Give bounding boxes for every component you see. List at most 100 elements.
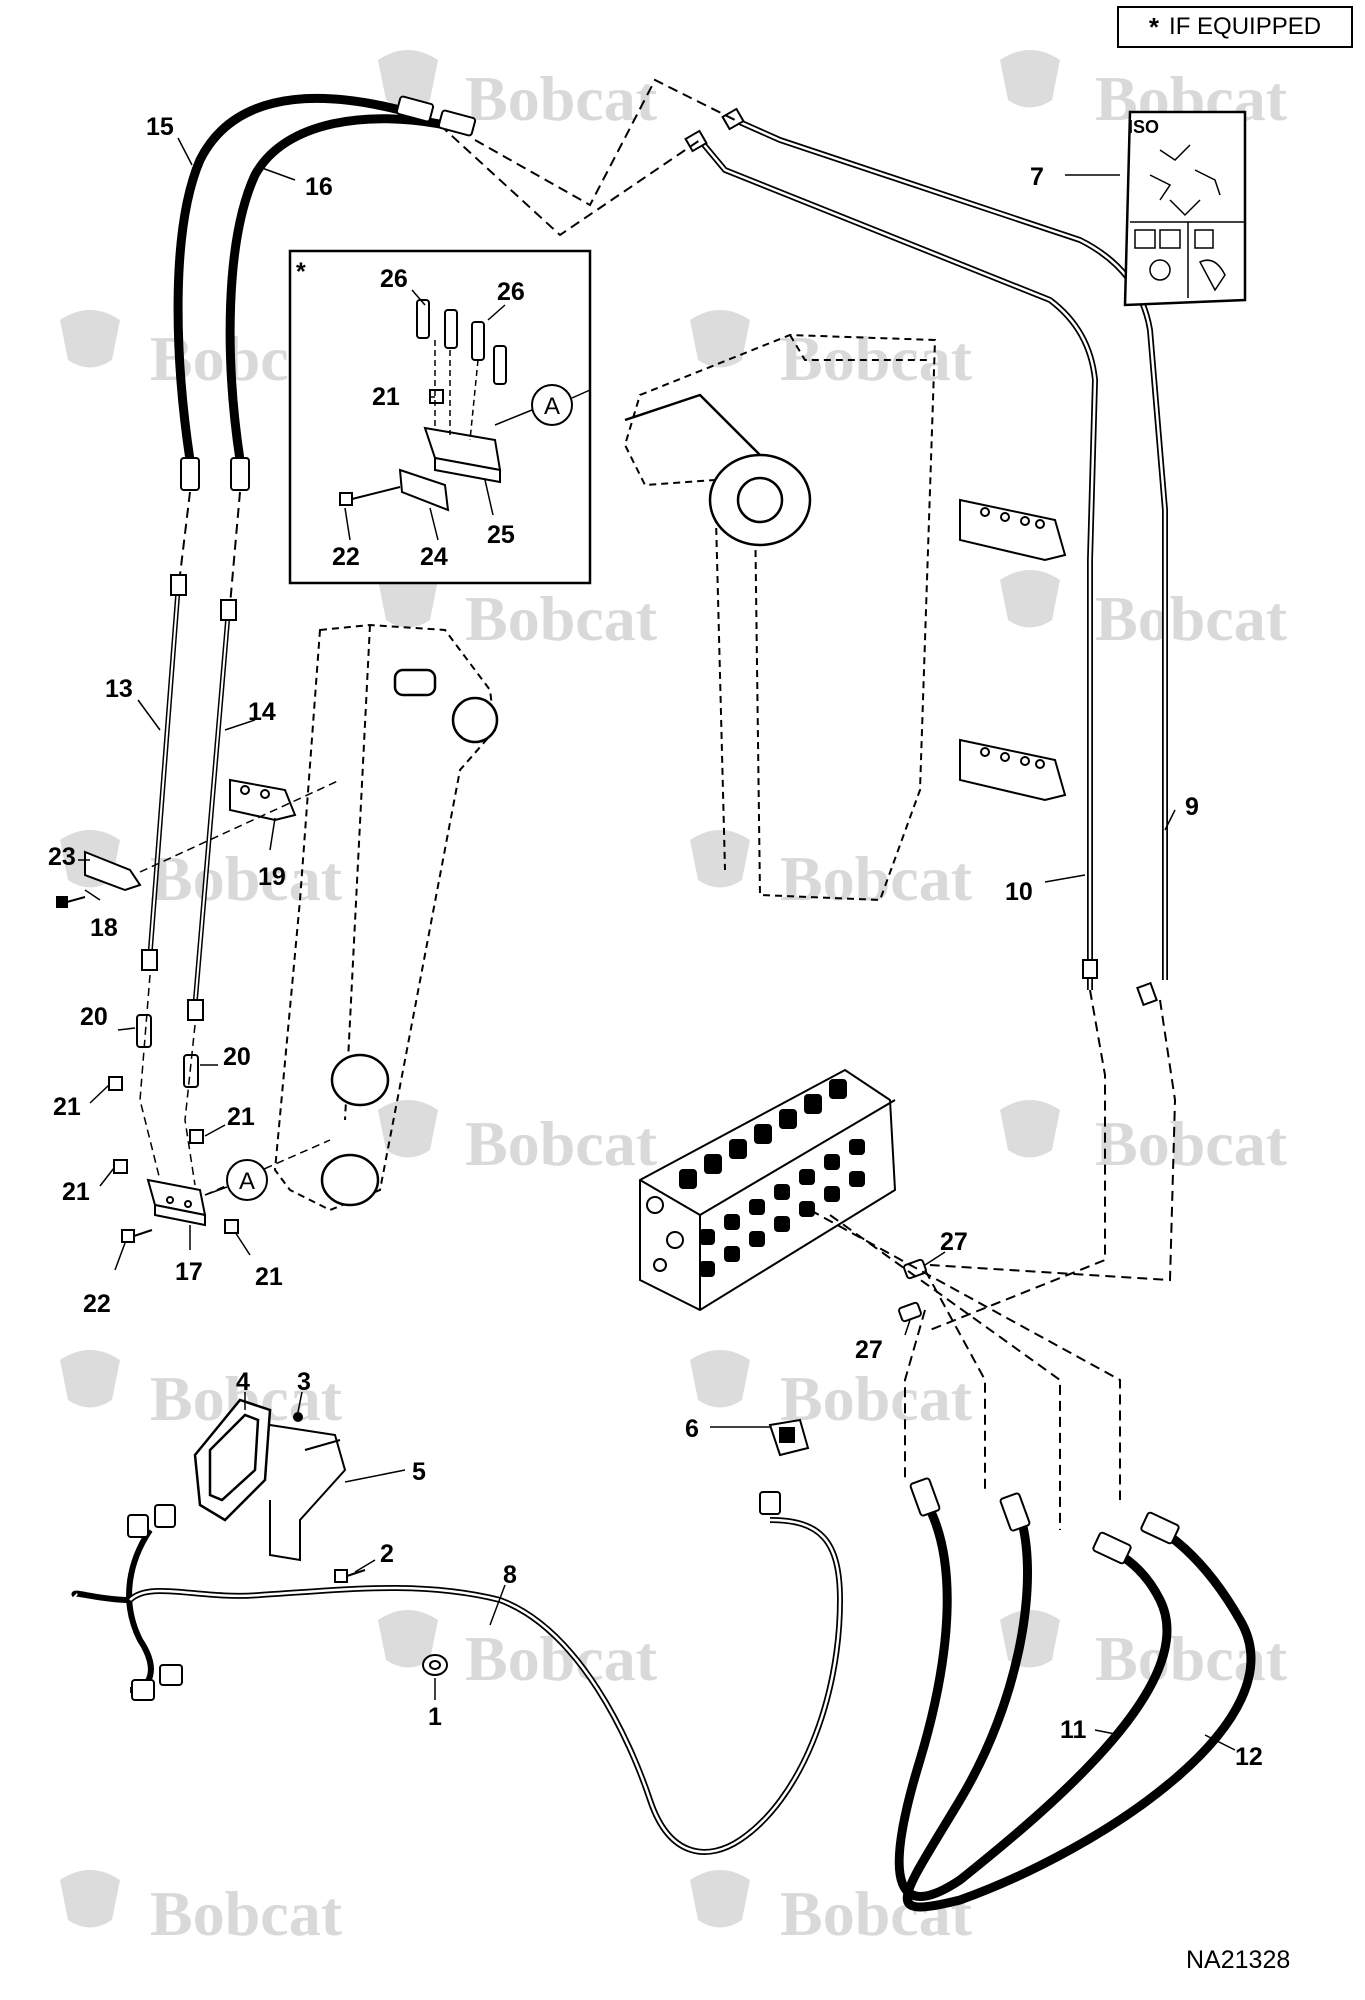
tube-13-inner: [149, 589, 179, 956]
callout-24: 24: [420, 543, 448, 571]
watermark-12: Bobcat: [690, 1350, 973, 1434]
harness-connectors: [127, 1491, 781, 1701]
hose-ends-bottom: [909, 1477, 1180, 1565]
controller-4: [193, 1398, 272, 1522]
fittings-20: [136, 1014, 199, 1088]
control-valve: [639, 1068, 897, 1312]
bracket-18: [84, 850, 142, 892]
bobcat-logo-icon: [1000, 1100, 1060, 1158]
hose-11: [894, 1495, 1172, 1901]
screw-2: [334, 1569, 366, 1583]
bobcat-logo-icon: [1000, 1610, 1060, 1668]
inset-manifold-25: [423, 426, 502, 484]
legend-symbol: *: [1148, 11, 1160, 42]
watermark-text: Bobcat: [780, 323, 973, 394]
upper-arm: [623, 333, 937, 902]
decal-label: ISO: [1128, 117, 1159, 137]
iso-decal-7: ISO: [1123, 110, 1247, 307]
inset-bolt-22: [339, 486, 401, 506]
watermark-2: Bobcat: [1000, 50, 1288, 134]
watermark-1: Bobcat: [378, 50, 658, 134]
watermark-5: Bobcat: [378, 570, 658, 654]
detail-a-inset: A: [494, 384, 591, 426]
bobcat-logo-icon: [1000, 50, 1060, 108]
bobcat-logo-icon: [690, 830, 750, 888]
inset-bracket-24: [398, 468, 450, 512]
hose-ends-top: [180, 95, 477, 491]
watermarks: Bobcat Bobcat Bobcat Bobcat Bobcat Bobca…: [60, 50, 1288, 1949]
bolt-23: [56, 896, 86, 908]
watermark-text: Bobcat: [150, 843, 343, 914]
tube-13-14-fittings: [141, 574, 237, 1021]
callout-26b: 26: [497, 278, 525, 306]
callout-3: 3: [297, 1368, 311, 1396]
callout-25: 25: [487, 521, 515, 549]
tube-14-inner: [194, 614, 229, 1006]
dashed-manifold-lines: [139, 974, 331, 1196]
callout-17: 17: [175, 1258, 203, 1286]
watermark-text: Bobcat: [465, 63, 658, 134]
callout-15: 15: [146, 113, 174, 141]
callout-20a: 20: [80, 1003, 108, 1031]
watermark-9: Bobcat: [378, 1100, 658, 1179]
bobcat-logo-icon: [378, 50, 438, 108]
callout-18: 18: [90, 914, 118, 942]
callout-27b: 27: [855, 1336, 883, 1364]
callout-21c: 21: [62, 1178, 90, 1206]
harness-8: [71, 1517, 844, 1855]
switch-6: [768, 1418, 810, 1457]
bobcat-logo-icon: [378, 1610, 438, 1668]
inset-marker: *: [296, 258, 306, 286]
callout-2: 2: [380, 1540, 394, 1568]
watermark-text: Bobcat: [465, 1623, 658, 1694]
caps-21: [108, 1076, 239, 1234]
arm-clamp-lower: [959, 738, 1067, 802]
callout-8: 8: [503, 1561, 517, 1589]
watermark-13: Bobcat: [378, 1610, 658, 1694]
callout-9: 9: [1185, 793, 1199, 821]
callout-27a: 27: [940, 1228, 968, 1256]
detail-a-inset-label: A: [544, 393, 560, 420]
watermark-text: Bobcat: [1095, 583, 1288, 654]
boom-pivots: [320, 668, 499, 1207]
callout-4: 4: [236, 1368, 250, 1396]
bobcat-logo-icon: [60, 310, 120, 368]
dashed-hose-to-tube: [179, 491, 241, 606]
callout-1: 1: [428, 1703, 442, 1731]
leader-lines: [78, 137, 1236, 1751]
callout-12: 12: [1235, 1743, 1263, 1771]
watermark-text: Bobcat: [1095, 1623, 1288, 1694]
detail-a-main: A: [204, 1159, 268, 1201]
dashed-clamp-line: [139, 779, 341, 873]
watermark-4: Bobcat: [690, 310, 973, 394]
if-equipped-legend: * IF EQUIPPED: [1117, 6, 1353, 48]
grommet-1: [422, 1654, 448, 1676]
callout-21-inset: 21: [372, 383, 400, 411]
hose-12: [902, 1510, 1256, 1912]
dashed-routing-top: [439, 78, 736, 237]
boom: [273, 623, 497, 1212]
callout-19: 19: [258, 863, 286, 891]
watermark-15: Bobcat: [60, 1870, 343, 1949]
watermark-text: Bobcat: [465, 583, 658, 654]
callout-11: 11: [1060, 1716, 1087, 1744]
fittings-27: [898, 1258, 927, 1323]
bobcat-logo-icon: [1000, 570, 1060, 628]
callout-21b: 21: [227, 1103, 255, 1131]
bobcat-logo-icon: [690, 1870, 750, 1928]
watermark-14: Bobcat: [1000, 1610, 1288, 1694]
watermark-text: Bobcat: [1095, 1108, 1288, 1179]
bobcat-logo-icon: [690, 310, 750, 368]
callout-16: 16: [305, 173, 333, 201]
watermark-10: Bobcat: [1000, 1100, 1288, 1179]
bobcat-logo-icon: [60, 1870, 120, 1928]
inset-fittings-26: [416, 299, 507, 385]
arm-clamp-upper: [959, 498, 1067, 562]
upper-arm-boss: [624, 393, 812, 547]
watermark-text: Bobcat: [465, 1108, 658, 1179]
callout-23: 23: [48, 843, 76, 871]
harness-8-inner: [129, 1518, 842, 1854]
clamp-19: [229, 778, 297, 822]
callouts: 15 16 7 26 26 21 25 24 22 13 14 23 18 19…: [48, 113, 1263, 1771]
steel-tube-10-inner: [699, 139, 1097, 990]
